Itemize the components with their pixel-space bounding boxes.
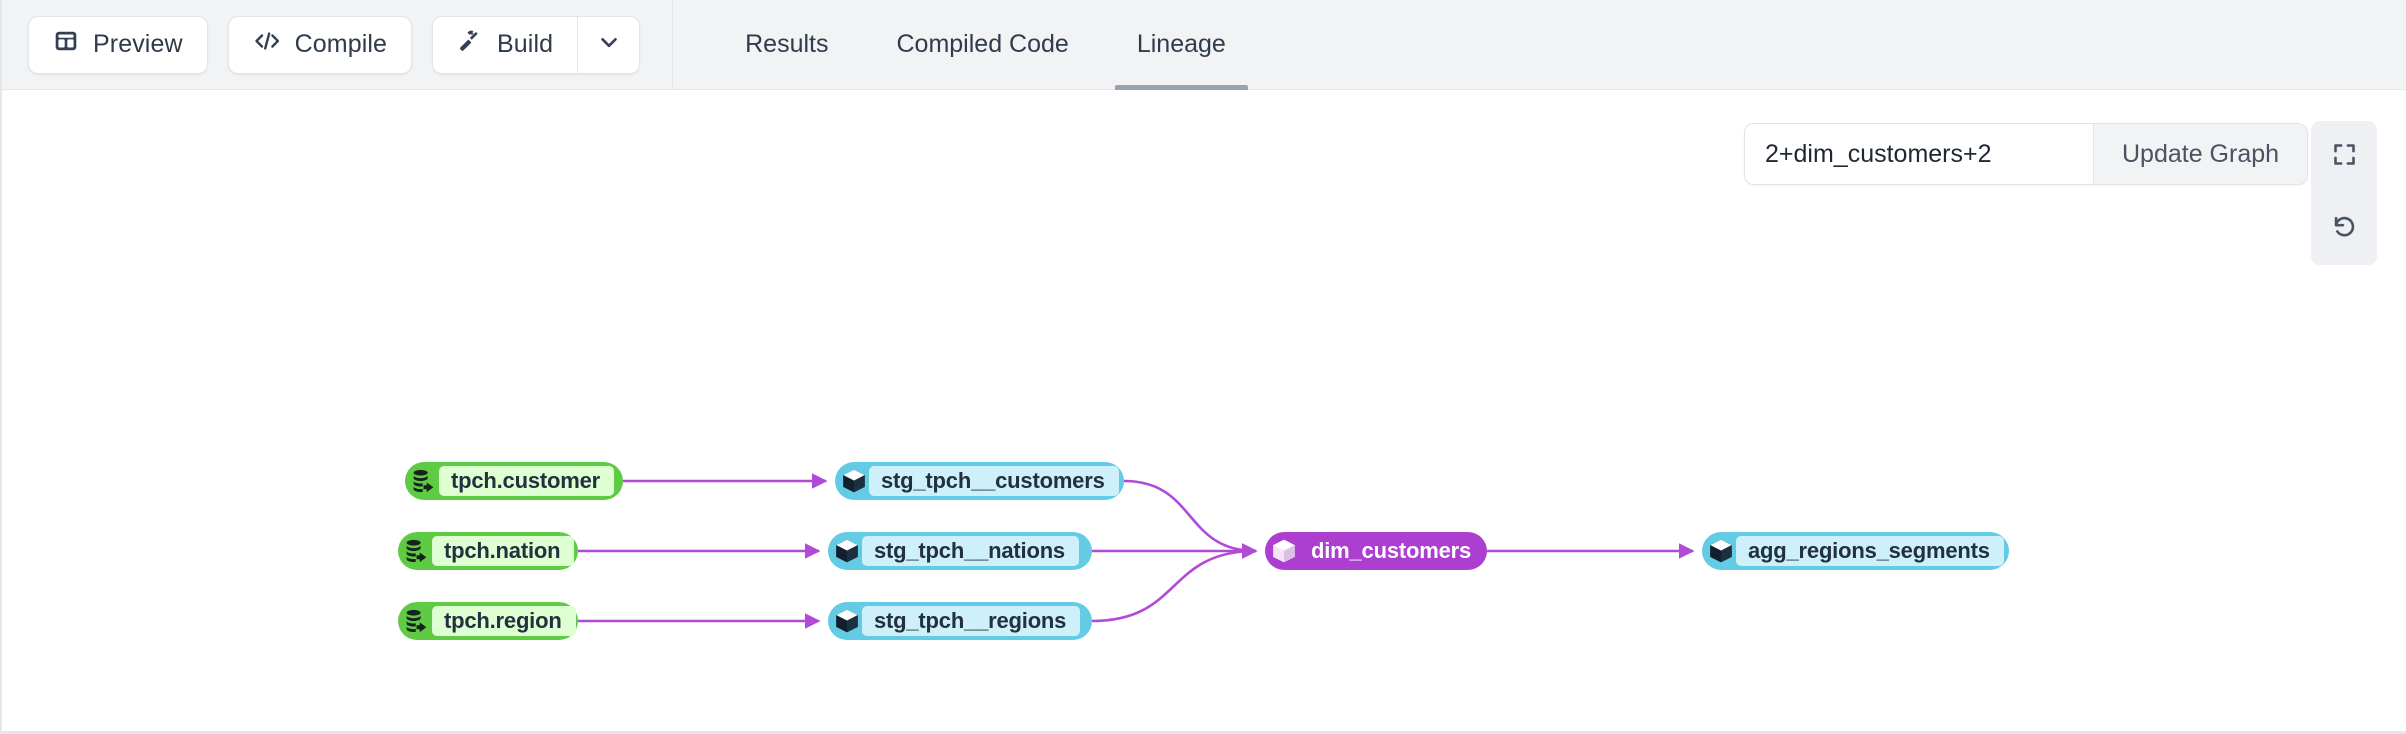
editor-header: Preview Compile — [2, 0, 2406, 90]
build-dropdown-toggle[interactable] — [577, 16, 639, 73]
fullscreen-button[interactable] — [2311, 121, 2377, 193]
database-arrow-icon — [402, 606, 432, 636]
tab-lineage-label: Lineage — [1136, 30, 1226, 58]
cube-icon — [1269, 536, 1299, 566]
tab-results-label: Results — [745, 30, 829, 58]
update-graph-button[interactable]: Update Graph — [2093, 124, 2308, 184]
lineage-node-label: stg_tpch__regions — [862, 606, 1081, 636]
lineage-node-label: dim_customers — [1311, 538, 1472, 563]
preview-button-label: Preview — [93, 30, 183, 58]
lineage-node-agg_regions_segments[interactable]: agg_regions_segments — [1702, 532, 2009, 570]
lineage-node-stg_tpch__regions[interactable]: stg_tpch__regions — [828, 602, 1092, 640]
editor-toolbar: Preview Compile — [2, 0, 674, 90]
lineage-node-label: tpch.nation — [432, 536, 575, 566]
lineage-node-label: tpch.region — [432, 606, 576, 636]
fullscreen-icon — [2331, 141, 2358, 173]
lineage-node-tpch_customer[interactable]: tpch.customer — [405, 462, 623, 500]
preview-button[interactable]: Preview — [28, 15, 208, 74]
tab-results[interactable]: Results — [711, 0, 862, 90]
lineage-node-stg_tpch__nations[interactable]: stg_tpch__nations — [828, 532, 1092, 570]
lineage-node-label: stg_tpch__customers — [869, 466, 1119, 496]
tab-compiled-code-label: Compiled Code — [896, 30, 1069, 58]
table-icon — [53, 28, 79, 61]
code-icon — [253, 29, 281, 60]
reset-icon — [2331, 213, 2358, 245]
lineage-selector-input[interactable] — [1745, 124, 2093, 184]
lineage-canvas[interactable]: tpch.customer tpch.nation tpch.region stg_t… — [2, 91, 2406, 731]
cube-icon — [1706, 536, 1736, 566]
lineage-node-stg_tpch__customers[interactable]: stg_tpch__customers — [835, 462, 1124, 500]
database-arrow-icon — [402, 536, 432, 566]
tab-lineage[interactable]: Lineage — [1103, 0, 1260, 90]
editor-tabs: Results Compiled Code Lineage — [711, 0, 1260, 90]
lineage-edges — [577, 473, 1695, 629]
lineage-node-dim_customers[interactable]: dim_customers — [1265, 532, 1487, 570]
update-graph-button-label: Update Graph — [2122, 139, 2280, 168]
database-arrow-icon — [409, 466, 439, 496]
lineage-edge — [1123, 479, 1258, 559]
lineage-edge — [1091, 543, 1258, 623]
toolbar-divider — [672, 0, 674, 90]
cube-icon — [832, 536, 862, 566]
build-split-button: Build — [432, 15, 641, 74]
lineage-controls — [2311, 121, 2377, 265]
lineage-node-label: agg_regions_segments — [1736, 536, 2004, 566]
hammer-icon — [457, 28, 483, 61]
cube-icon — [839, 466, 869, 496]
build-button[interactable]: Build — [433, 16, 578, 73]
chevron-down-icon — [596, 29, 622, 60]
build-button-label: Build — [497, 30, 554, 58]
lineage-node-label: tpch.customer — [439, 466, 614, 496]
cube-icon — [832, 606, 862, 636]
lineage-node-tpch_nation[interactable]: tpch.nation — [398, 532, 578, 570]
reset-graph-button[interactable] — [2311, 193, 2377, 265]
compile-button-label: Compile — [294, 30, 388, 58]
compile-button[interactable]: Compile — [227, 15, 413, 74]
lineage-selector-bar: Update Graph — [1744, 123, 2309, 185]
lineage-node-label: stg_tpch__nations — [862, 536, 1079, 566]
lineage-node-tpch_region[interactable]: tpch.region — [398, 602, 578, 640]
tab-compiled-code[interactable]: Compiled Code — [863, 0, 1103, 90]
